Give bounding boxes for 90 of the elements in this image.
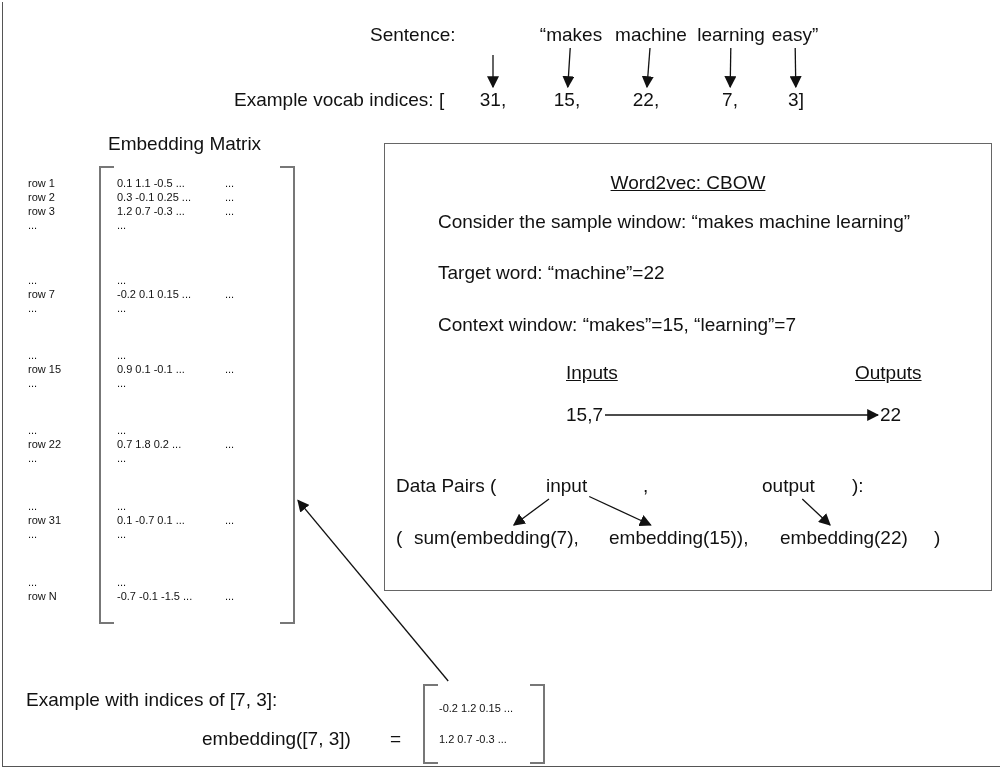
row-label: row 3 — [28, 205, 55, 218]
column-heading: Inputs — [566, 362, 618, 384]
ellipsis: ... — [117, 576, 127, 589]
arrow — [724, 47, 737, 89]
matrix-values: 0.1 -0.7 0.1 ... — [117, 514, 185, 527]
ellipsis: ... — [117, 500, 127, 513]
row-label: row N — [28, 590, 57, 603]
ellipsis: ... — [28, 377, 38, 390]
arrow — [297, 499, 449, 682]
number-text: 15,7 — [566, 404, 603, 426]
note-text: Context window: “makes”=15, “learning”=7 — [438, 314, 796, 336]
equals-sign: = — [390, 728, 402, 750]
arrow — [789, 47, 802, 89]
arrow — [641, 47, 654, 89]
ellipsis: ... — [117, 349, 127, 362]
row-caption: Example vocab indices: [ — [234, 89, 445, 111]
matrix-values: 0.7 1.8 0.2 ... — [117, 438, 182, 451]
matrix-values: -0.2 0.1 0.15 ... — [117, 288, 191, 301]
ellipsis: ... — [117, 377, 127, 390]
word: learning — [697, 24, 765, 46]
row-label: row 15 — [28, 363, 62, 376]
row-label: row 7 — [28, 288, 55, 301]
formula-text: embedding([7, 3]) — [202, 728, 351, 750]
punctuation: ) — [934, 527, 941, 549]
ellipsis: ... — [28, 424, 38, 437]
ellipsis: ... — [117, 424, 127, 437]
ellipsis: ... — [225, 288, 235, 301]
ellipsis: ... — [28, 274, 38, 287]
row-label: row 2 — [28, 191, 55, 204]
ellipsis: ... — [117, 219, 127, 232]
ellipsis: ... — [225, 363, 235, 376]
ellipsis: ... — [225, 438, 235, 451]
term-text: output — [762, 475, 815, 497]
word: “makes — [539, 24, 603, 46]
matrix-values: 0.1 1.1 -0.5 ... — [117, 177, 185, 190]
ellipsis: ... — [225, 177, 235, 190]
row-label: row 31 — [28, 514, 62, 527]
punctuation: , — [643, 475, 649, 497]
ellipsis: ... — [28, 500, 38, 513]
row-label: row 1 — [28, 177, 55, 190]
ellipsis: ... — [28, 302, 38, 315]
formula-text: embedding(15)), — [609, 527, 749, 549]
column-heading: Outputs — [855, 362, 922, 384]
index-number: 3] — [788, 89, 804, 111]
panel-title: Word2vec: CBOW — [610, 172, 766, 194]
ellipsis: ... — [225, 191, 235, 204]
ellipsis: ... — [225, 205, 235, 218]
number-text: 22 — [880, 404, 902, 426]
ellipsis: ... — [117, 452, 127, 465]
note-text: Consider the sample window: “makes machine learning” — [438, 211, 911, 233]
matrix-values: -0.2 1.2 0.15 ... — [439, 702, 513, 715]
formula-text: Data Pairs ( — [396, 475, 497, 497]
index-number: 31, — [479, 89, 507, 111]
formula-text: embedding(22) — [780, 527, 908, 549]
sentence-label: Sentence: — [370, 24, 456, 46]
term-text: input — [546, 475, 588, 497]
index-number: 7, — [722, 89, 738, 111]
ellipsis: ... — [225, 590, 235, 603]
matrix-values: 1.2 0.7 -0.3 ... — [439, 733, 507, 746]
note-text: Target word: “machine”=22 — [438, 262, 665, 284]
matrix-values: 0.3 -0.1 0.25 ... — [117, 191, 191, 204]
ellipsis: ... — [117, 302, 127, 315]
example-caption: Example with indices of [7, 3]: — [26, 689, 278, 711]
matrix-heading: Embedding Matrix — [108, 133, 262, 155]
formula-text: sum(embedding(7), — [414, 527, 579, 549]
arrow — [487, 54, 499, 89]
punctuation: ): — [852, 475, 864, 497]
ellipsis: ... — [225, 514, 235, 527]
arrow — [588, 495, 652, 526]
matrix-values: -0.7 -0.1 -1.5 ... — [117, 590, 193, 603]
arrow — [562, 47, 575, 89]
ellipsis: ... — [117, 528, 127, 541]
text-panel — [384, 143, 992, 591]
word: easy” — [771, 24, 819, 46]
matrix-values: 0.9 0.1 -0.1 ... — [117, 363, 185, 376]
arrow — [604, 409, 880, 421]
index-number: 15, — [553, 89, 581, 111]
ellipsis: ... — [28, 349, 38, 362]
ellipsis: ... — [28, 528, 38, 541]
index-number: 22, — [632, 89, 660, 111]
arrow — [512, 498, 550, 526]
matrix-values: 1.2 0.7 -0.3 ... — [117, 205, 185, 218]
word: machine — [615, 24, 687, 46]
punctuation: ( — [396, 527, 403, 549]
arrow — [801, 498, 831, 526]
ellipsis: ... — [28, 576, 38, 589]
row-label: row 22 — [28, 438, 62, 451]
ellipsis: ... — [28, 452, 38, 465]
ellipsis: ... — [28, 219, 38, 232]
ellipsis: ... — [117, 274, 127, 287]
